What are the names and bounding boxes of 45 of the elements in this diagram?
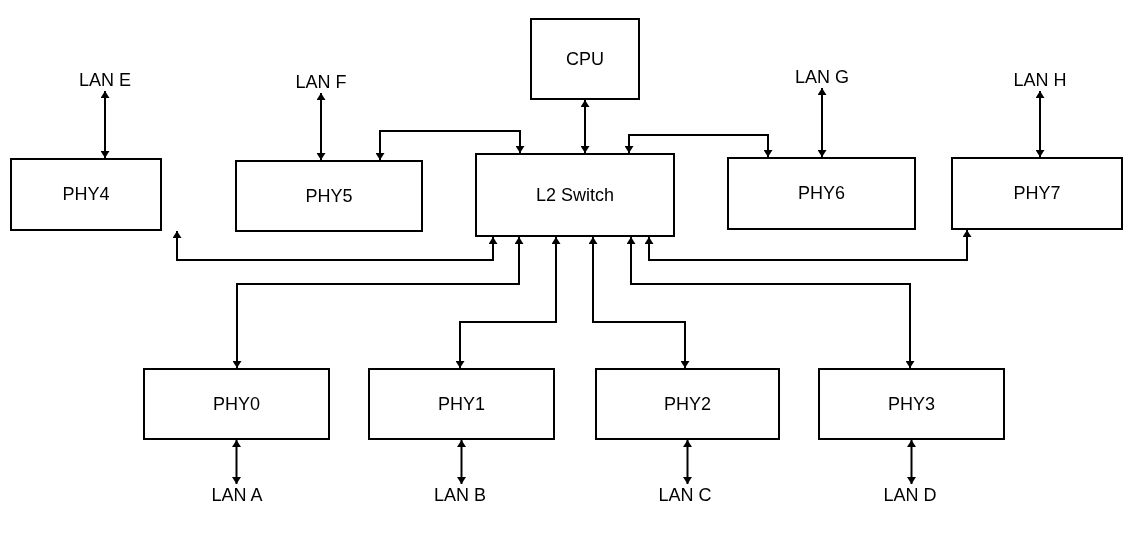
block-label: L2 Switch	[535, 184, 614, 206]
block-box	[595, 368, 780, 440]
port-label: LAN G	[795, 66, 849, 88]
block-box	[951, 157, 1123, 230]
connector-arrow	[173, 230, 497, 261]
connector-arrow	[581, 99, 589, 154]
connector-arrow	[589, 236, 689, 369]
block-label: PHY2	[664, 393, 711, 415]
connector-arrow	[456, 236, 560, 369]
connector-arrow	[645, 229, 971, 261]
block-box	[475, 153, 675, 237]
port-label: LAN A	[211, 484, 263, 506]
connector-arrow	[101, 90, 109, 159]
port-label: LAN F	[295, 71, 347, 93]
port-label: LAN B	[434, 484, 486, 506]
connector-arrow	[1036, 90, 1044, 158]
connector-arrow	[458, 439, 465, 485]
connector-arrow	[818, 87, 826, 158]
block-label: PHY6	[798, 183, 845, 204]
block-box	[143, 368, 330, 440]
block-label: PHY7	[1013, 183, 1061, 204]
block-label: PHY4	[62, 184, 110, 205]
connector-arrow	[233, 236, 523, 369]
port-label: LAN E	[79, 69, 131, 91]
block-box	[10, 158, 162, 231]
port-label: LAN H	[1013, 69, 1067, 91]
connector-arrow	[376, 130, 524, 161]
block-label: CPU	[566, 48, 604, 70]
connector-arrow	[908, 439, 915, 485]
block-box	[727, 157, 916, 230]
connector-arrow	[233, 439, 240, 485]
block-label: PHY3	[888, 393, 935, 415]
port-label: LAN D	[883, 484, 937, 506]
block-box	[818, 368, 1005, 440]
block-box	[530, 18, 640, 100]
block-label: PHY1	[438, 393, 485, 415]
block-box	[368, 368, 555, 440]
block-label: PHY5	[305, 185, 353, 207]
connector-arrow	[627, 236, 914, 369]
connector-arrow	[317, 92, 325, 161]
connector-arrow	[625, 134, 772, 158]
block-label: PHY0	[213, 393, 260, 415]
block-box	[235, 160, 423, 232]
port-label: LAN C	[658, 484, 712, 506]
connector-arrow	[684, 439, 691, 485]
